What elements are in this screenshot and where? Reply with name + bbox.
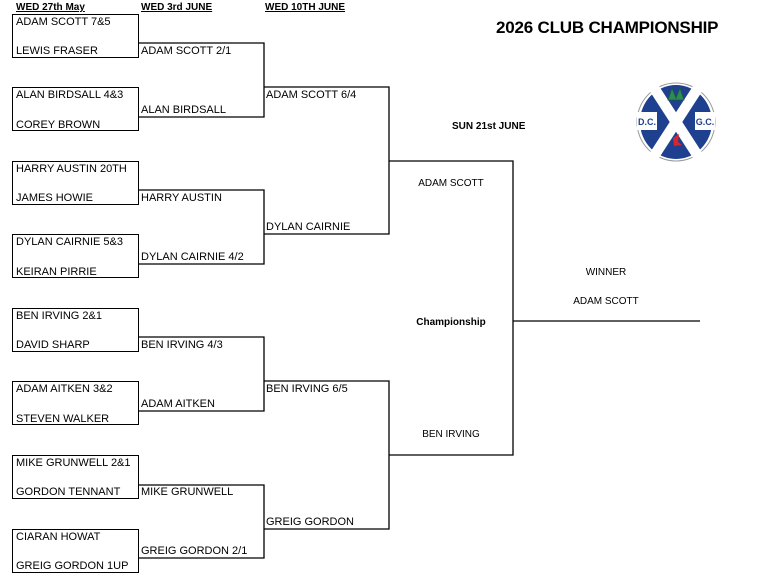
r3-player: BEN IRVING 6/5 — [266, 383, 348, 395]
r1-player: ADAM AITKEN 3&2 — [16, 383, 113, 395]
r1-player: BEN IRVING 2&1 — [16, 310, 102, 322]
match-box-r1-4 — [12, 234, 139, 278]
winner-label: WINNER — [585, 267, 627, 278]
r1-player: STEVEN WALKER — [16, 413, 110, 425]
r2-player: BEN IRVING 4/3 — [141, 339, 223, 351]
bracket-connector-r2-1 — [139, 42, 265, 118]
r2-player: HARRY AUSTIN — [141, 192, 222, 204]
round2-header: WED 3rd JUNE — [141, 2, 213, 13]
bracket-connector-r3-2 — [264, 380, 390, 530]
r2-player: DYLAN CAIRNIE 4/2 — [141, 251, 244, 263]
match-box-r1-6 — [12, 381, 139, 425]
r1-player: LEWIS FRASER — [16, 45, 98, 57]
r1-player: HARRY AUSTIN 20TH — [16, 163, 127, 175]
match-box-r1-3 — [12, 161, 139, 205]
match-box-r1-7 — [12, 455, 139, 499]
match-box-r1-5 — [12, 308, 139, 352]
r1-player: GREIG GORDON 1UP — [16, 560, 129, 572]
r2-player: MIKE GRUNWELL — [141, 486, 234, 498]
r2-player: ADAM AITKEN — [141, 398, 215, 410]
r3-player: DYLAN CAIRNIE — [266, 221, 351, 233]
bracket-connector-r3-1 — [264, 86, 390, 235]
championship-label: Championship — [416, 317, 486, 328]
r1-player: ALAN BIRDSALL 4&3 — [16, 89, 124, 101]
round1-header: WED 27th May — [16, 2, 85, 13]
club-logo: D.C. G.C. — [636, 82, 716, 162]
logo-right-text: G.C. — [696, 117, 715, 127]
lion-icon — [673, 134, 682, 146]
match-box-r1-8 — [12, 529, 139, 573]
r1-player: KEIRAN PIRRIE — [16, 266, 97, 278]
finalist-bottom: BEN IRVING — [422, 429, 480, 440]
r2-player: ADAM SCOTT 2/1 — [141, 45, 232, 57]
bracket-connector-r2-2 — [139, 189, 265, 265]
thistle-icon — [667, 86, 685, 101]
r2-player: GREIG GORDON 2/1 — [141, 545, 248, 557]
bracket-connector-r2-4 — [139, 484, 265, 559]
r3-player: GREIG GORDON — [266, 516, 355, 528]
round3-header: WED 10TH JUNE — [265, 2, 346, 13]
finalist-top: ADAM SCOTT — [418, 178, 484, 189]
bracket-connector-r2-3 — [139, 336, 265, 412]
match-box-r1-1 — [12, 14, 139, 58]
bracket-connector-final — [389, 160, 514, 456]
r3-player: ADAM SCOTT 6/4 — [266, 89, 357, 101]
match-box-r1-2 — [12, 87, 139, 131]
r1-player: CIARAN HOWAT — [16, 531, 101, 543]
final-date: SUN 21st JUNE — [452, 121, 526, 132]
page-title: 2026 CLUB CHAMPIONSHIP — [496, 18, 719, 37]
logo-left-text: D.C. — [638, 117, 656, 127]
r1-player: DYLAN CAIRNIE 5&3 — [16, 236, 123, 248]
winner-name: ADAM SCOTT — [573, 296, 639, 307]
r1-player: ADAM SCOTT 7&5 — [16, 16, 111, 28]
r1-player: DAVID SHARP — [16, 339, 90, 351]
r2-player: ALAN BIRDSALL — [141, 104, 226, 116]
r1-player: COREY BROWN — [16, 119, 101, 131]
r1-player: JAMES HOWIE — [16, 192, 94, 204]
r1-player: GORDON TENNANT — [16, 486, 121, 498]
r1-player: MIKE GRUNWELL 2&1 — [16, 457, 131, 469]
